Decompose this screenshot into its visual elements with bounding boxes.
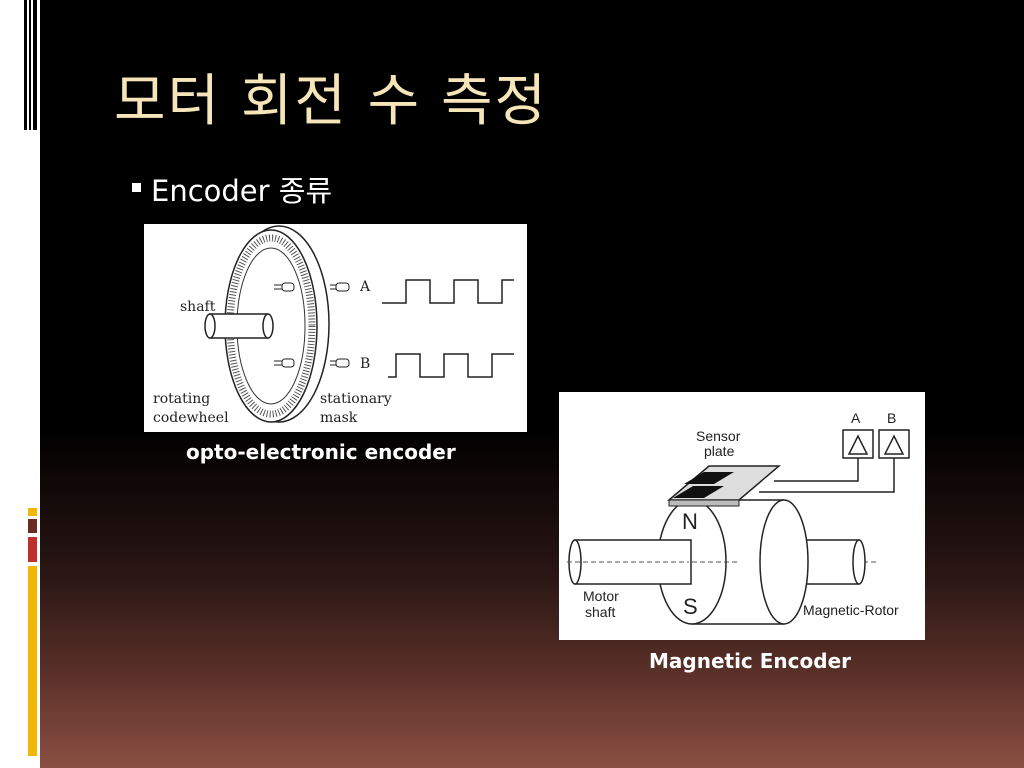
decorative-left-strip — [0, 0, 40, 768]
bullet-text: Encoder 종류 — [151, 174, 333, 208]
slide-title: 모터 회전 수 측정 — [114, 69, 549, 134]
label-shaft: shaft — [180, 299, 216, 315]
magnetic-caption: Magnetic Encoder — [649, 649, 851, 673]
sensor-element-1 — [684, 472, 734, 484]
waveform-a — [382, 279, 514, 304]
detector-b — [330, 358, 350, 368]
opto-encoder-svg: shaft A B rotating codewheel stationary … — [153, 225, 514, 426]
bullet-square-icon — [132, 182, 141, 192]
label-mask: mask — [320, 410, 358, 426]
label-rotor: Magnetic-Rotor — [803, 602, 899, 618]
strip-lines — [24, 0, 37, 130]
shaft-end — [262, 313, 274, 339]
shaft-right-end — [852, 539, 866, 585]
accent-bar-1 — [28, 508, 37, 516]
waveform-b — [388, 353, 514, 378]
label-pole-n: N — [682, 509, 698, 534]
rotor-back — [759, 499, 809, 625]
opto-caption: opto-electronic encoder — [186, 440, 456, 464]
opto-encoder-diagram: shaft A B rotating codewheel stationary … — [144, 224, 527, 432]
label-channel-a: A — [359, 279, 371, 295]
label-out-a: A — [851, 410, 861, 426]
emitter-a — [274, 282, 295, 292]
bullet-item: Encoder 종류 — [132, 168, 332, 210]
wire-b — [759, 458, 895, 493]
codewheel-slots — [226, 234, 316, 418]
accent-bar-4 — [28, 566, 37, 756]
label-sensor: Sensor — [696, 428, 741, 444]
label-codewheel: codewheel — [153, 410, 229, 426]
label-rotating: rotating — [153, 391, 210, 407]
label-stationary: stationary — [320, 391, 392, 407]
magnetic-encoder-svg: Sensor plate A B N S Motor shaft Magneti… — [567, 410, 910, 625]
detector-a — [330, 282, 350, 292]
label-motor: Motor — [583, 588, 619, 604]
label-channel-b: B — [360, 356, 370, 372]
shaft-body — [209, 313, 269, 339]
label-motor-shaft: shaft — [585, 604, 615, 620]
magnetic-encoder-diagram: Sensor plate A B N S Motor shaft Magneti… — [559, 392, 925, 640]
sensor-element-2 — [673, 486, 724, 498]
accent-bar-3 — [28, 537, 37, 562]
shaft-front — [204, 313, 216, 339]
label-out-b: B — [887, 410, 896, 426]
label-plate: plate — [704, 443, 735, 459]
label-pole-s: S — [683, 594, 698, 619]
emitter-b — [274, 358, 295, 368]
wire-a — [774, 458, 859, 482]
accent-bar-2 — [28, 519, 37, 533]
